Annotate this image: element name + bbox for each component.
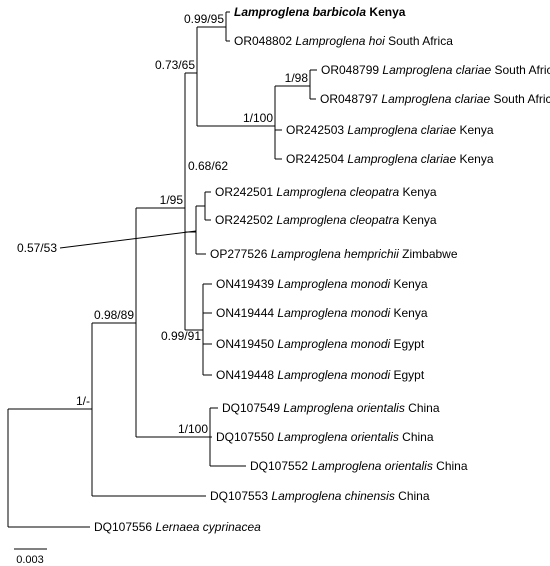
taxon-label: OR242501 Lamproglena cleopatra Kenya (215, 185, 437, 199)
taxon-label: DQ107549 Lamproglena orientalis China (222, 401, 440, 415)
taxon-label: ON419450 Lamproglena monodi Egypt (216, 337, 425, 351)
taxon-label: Lamproglena barbicola Kenya (234, 5, 406, 19)
taxon-label: OR242503 Lamproglena clariae Kenya (286, 123, 494, 137)
taxon-label: DQ107553 Lamproglena chinensis China (210, 489, 430, 503)
tree-branches (7, 11, 317, 550)
support-value: 0.98/89 (94, 308, 134, 322)
support-value: 1/98 (285, 71, 309, 85)
support-value: 1/95 (160, 193, 184, 207)
taxon-label: OR048799 Lamproglena clariae South Afric… (321, 63, 550, 77)
taxon-label: DQ107556 Lernaea cyprinacea (94, 520, 261, 534)
taxon-label: DQ107550 Lamproglena orientalis China (216, 430, 434, 444)
scale-bar-label: 0.003 (16, 554, 44, 566)
support-value: 1/100 (178, 422, 208, 436)
taxon-label: OR048802 Lamproglena hoi South Africa (234, 34, 453, 48)
taxon-label: ON419439 Lamproglena monodi Kenya (216, 277, 428, 291)
taxon-label: DQ107552 Lamproglena orientalis China (250, 459, 468, 473)
taxon-label: ON419444 Lamproglena monodi Kenya (216, 306, 428, 320)
support-leader-line (59, 230, 197, 249)
taxon-label: OR242502 Lamproglena cleopatra Kenya (215, 213, 437, 227)
support-value: 0.73/65 (155, 58, 195, 72)
taxon-label: ON419448 Lamproglena monodi Egypt (216, 368, 425, 382)
support-value: 1/100 (243, 111, 273, 125)
leaf-labels: Lamproglena barbicola Kenya OR048802 Lam… (94, 5, 550, 534)
support-value: 1/- (76, 394, 90, 408)
taxon-label: OP277526 Lamproglena hemprichii Zimbabwe (210, 247, 458, 261)
taxon-label: OR048797 Lamproglena clariae South Afric… (320, 92, 550, 106)
support-values: 0.99/95 0.73/65 1/98 1/100 0.68/62 1/95 … (17, 12, 308, 436)
support-value: 0.57/53 (17, 241, 57, 255)
support-value: 0.68/62 (188, 159, 228, 173)
support-value: 0.99/95 (184, 12, 224, 26)
support-value: 0.99/91 (161, 329, 201, 343)
taxon-label: OR242504 Lamproglena clariae Kenya (286, 152, 494, 166)
